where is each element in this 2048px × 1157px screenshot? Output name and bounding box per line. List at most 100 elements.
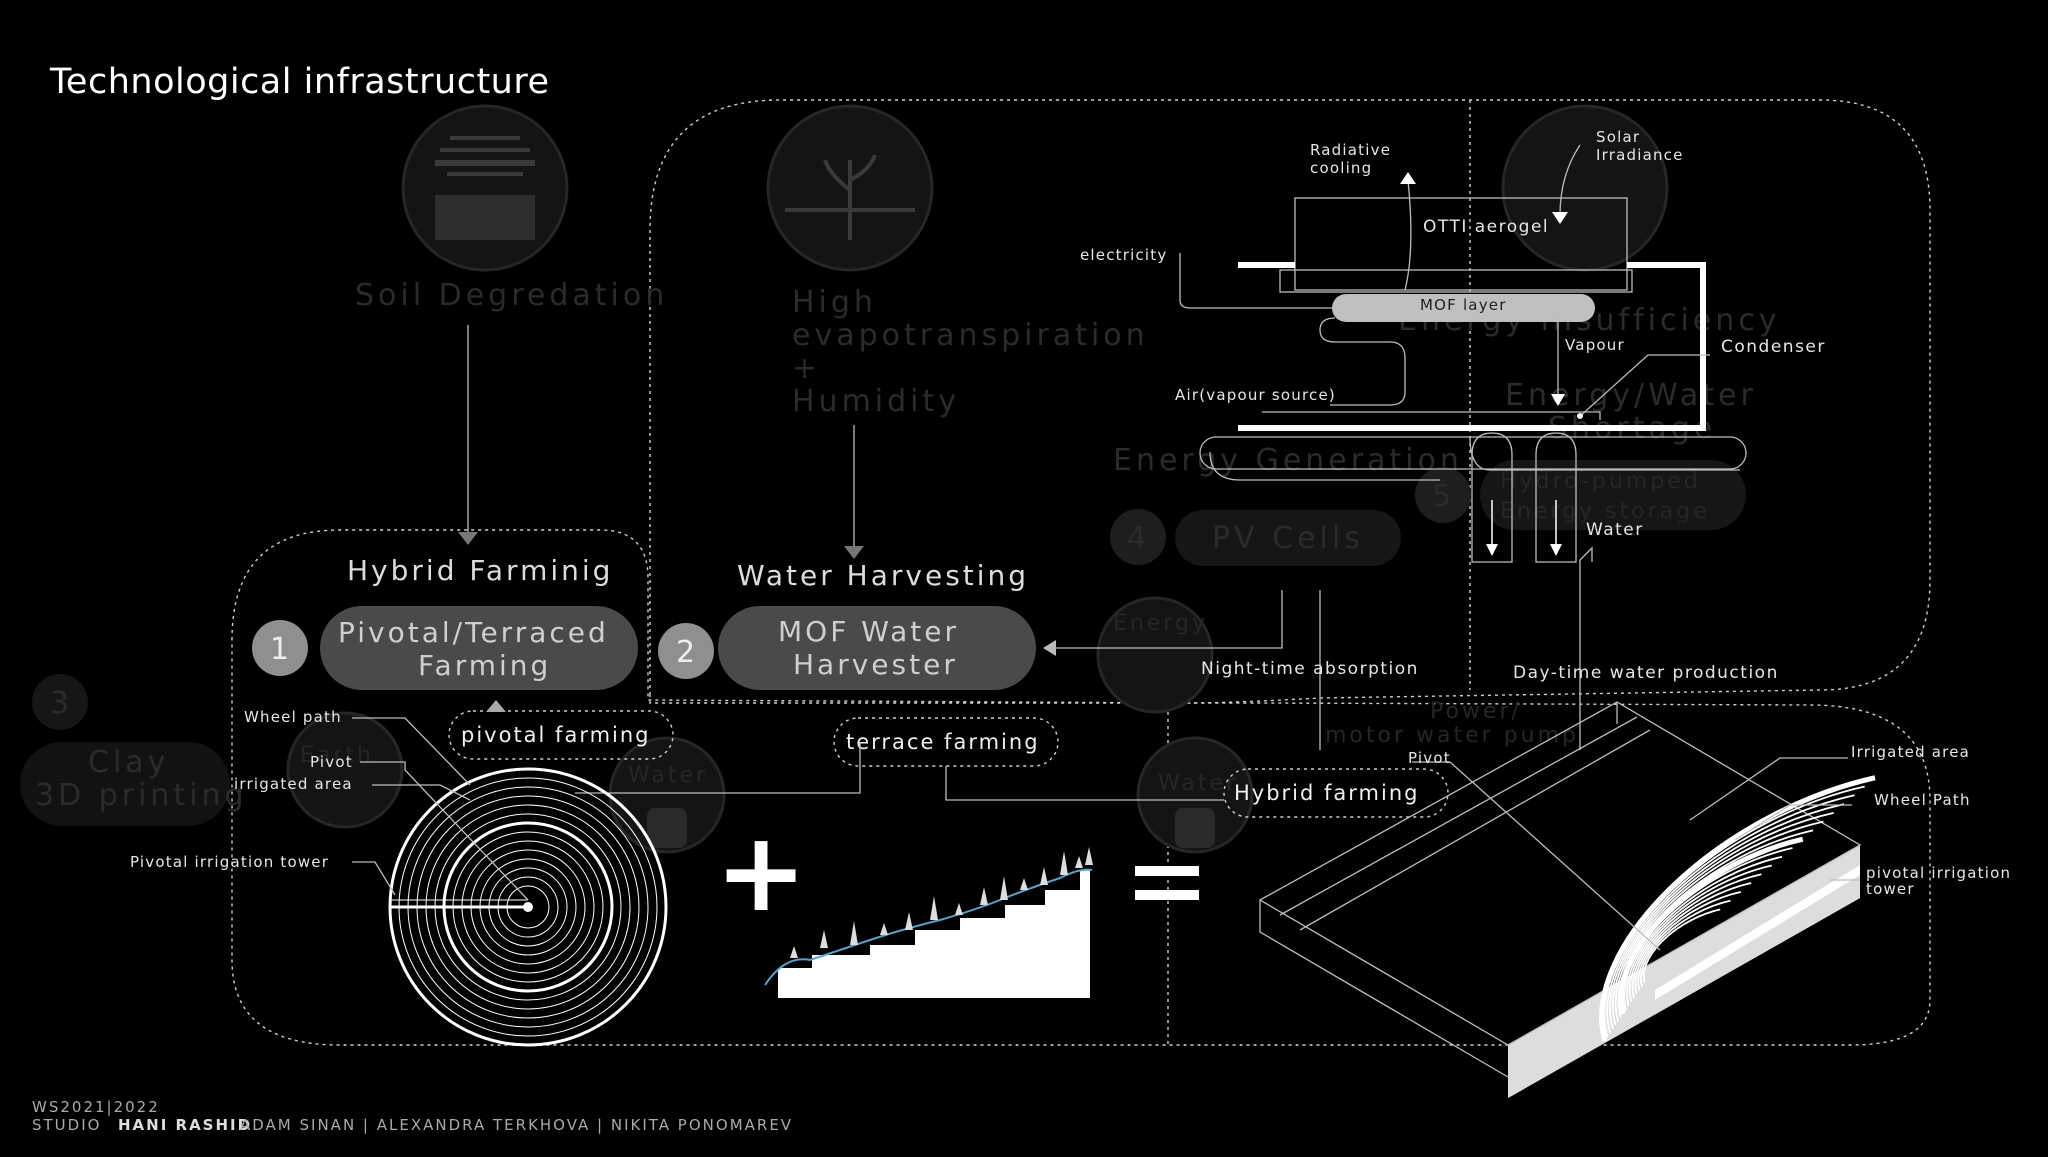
iso-ring [1640, 899, 1731, 987]
soil-dots-icon [435, 136, 535, 176]
ghost-evap-4: Humidity [792, 384, 960, 419]
terrace-tree-icon [930, 896, 938, 920]
pivotal-farming-tag [448, 710, 674, 760]
terrace-tree-icon [880, 923, 888, 935]
mof-harvester-line-1: MOF Water [778, 615, 959, 648]
drop-box-icon [647, 808, 687, 848]
solar-label-1: Solar [1596, 128, 1640, 146]
terrace-tree-icon [955, 903, 963, 915]
night-to-harvester-connector [1050, 590, 1283, 649]
wheel-path-label: Wheel path [244, 708, 342, 726]
water-harvesting-region [649, 99, 1931, 704]
terrace-farming-tag-text: terrace farming [846, 730, 1040, 754]
iso-ring [1618, 836, 1804, 1015]
ghost-step-5-number: 5 [1432, 479, 1455, 514]
mof-harvester-line-2: Harvester [793, 648, 958, 681]
iso-ring [1626, 855, 1783, 1007]
soil-cracked-icon [435, 195, 535, 240]
step-2-badge [658, 623, 714, 679]
solar-label-2: Irradiance [1596, 146, 1684, 164]
footer-studio-name: HANI RASHID [118, 1116, 252, 1134]
ghost-pv-cells: PV Cells [1212, 521, 1364, 556]
iso-ring [1614, 820, 1824, 1022]
hybrid-farming-tag [1223, 768, 1449, 818]
step-1-badge [252, 620, 308, 676]
condenser-label: Condenser [1721, 337, 1826, 357]
footer-studio: STUDIO [32, 1116, 101, 1134]
page-title: Technological infrastructure [49, 62, 550, 102]
day-time-label: Day-time water production [1513, 663, 1779, 683]
night-time-label: Night-time absorption [1201, 659, 1419, 679]
hybrid-farming-tag-text: Hybrid farming [1234, 781, 1419, 805]
terrace-tree-icon [820, 930, 828, 948]
aerogel-label: OTTI aerogel [1423, 217, 1549, 237]
pivotal-up-arrow-icon [486, 700, 506, 712]
soil-arrow-icon [458, 532, 478, 545]
iso-ring [1609, 803, 1845, 1030]
ghost-earth-label: Earth [300, 743, 374, 768]
ghost-step-3-badge [32, 674, 88, 730]
ghost-clay-pill [20, 742, 230, 826]
iso-ring [1623, 847, 1793, 1011]
ghost-power-2: motor water pump [1325, 723, 1579, 748]
tower-label: Pivotal irrigation tower [130, 853, 329, 871]
iso-ring [1642, 908, 1721, 983]
energy-cycle-icon [1096, 596, 1214, 714]
irrigated-area-label: irrigated area [234, 775, 353, 793]
ghost-energy-generation: Energy Generation [1113, 443, 1463, 478]
water-harvesting-heading: Water Harvesting [737, 559, 1029, 592]
ghost-energy-icon-label: Energy [1113, 611, 1208, 636]
ghost-evap-1: High [792, 285, 877, 320]
iso-ring [1603, 785, 1865, 1038]
step-2-number: 2 [676, 635, 695, 670]
plant-icon [785, 154, 915, 240]
ghost-clay-2: 3D printing [35, 778, 248, 813]
radiative-label-1: Radiative [1310, 141, 1391, 159]
equals-operator-top [1135, 866, 1199, 876]
terrace-tree-icon [1000, 876, 1008, 900]
equals-operator-bottom [1135, 890, 1199, 900]
air-vapour-label: Air(vapour source) [1175, 386, 1336, 404]
footer-authors: ADAM SINAN | ALEXANDRA TERKHOVA | NIKITA… [240, 1116, 793, 1134]
plus-operator: + [715, 808, 807, 936]
mof-harvester-schematic [1179, 144, 1747, 563]
water-label: Water [1586, 520, 1644, 540]
pivotal-terraced-line-2: Farming [418, 649, 551, 682]
terrace-tree-icon [1085, 847, 1093, 865]
terrace-tree-icon [790, 946, 798, 958]
ghost-evap-2: evapotranspiration [792, 318, 1149, 353]
iso-tower-label-2: tower [1866, 880, 1915, 898]
iso-pivot-label: Pivot [1408, 749, 1451, 767]
iso-tower-label-1: pivotal irrigation [1866, 864, 2011, 882]
hybrid-farming-heading: Hybrid Farminig [347, 554, 613, 587]
ghost-water-label-2: Water [1158, 771, 1238, 796]
ghost-step-4-number: 4 [1127, 521, 1150, 556]
mof-water-harvester-pill [718, 606, 1036, 690]
iso-ring [1599, 775, 1876, 1042]
ghost-hydro-pill [1480, 460, 1746, 530]
terrace-tree-icon [850, 921, 858, 945]
ghost-pv-cells-pill [1175, 510, 1401, 566]
ghost-step-5-badge [1415, 467, 1471, 523]
pivot-label: Pivot [310, 753, 353, 771]
isometric-hybrid-farm [1258, 701, 1876, 1098]
ghost-energy-water: Energy/Water [1505, 378, 1757, 413]
terrace-tree-icon [1075, 856, 1083, 868]
terrace-to-hybrid-connector [945, 766, 1224, 801]
terrace-section [764, 847, 1093, 998]
ghost-hydro-1: Hydro-pumped [1500, 469, 1701, 494]
ghost-evap-3: + [792, 351, 821, 386]
iso-ring [1628, 864, 1772, 1003]
pivotal-farming-tag-text: pivotal farming [461, 723, 651, 747]
iso-ring [1637, 890, 1742, 991]
farming-region [231, 529, 1931, 1046]
vapour-label: Vapour [1565, 336, 1625, 354]
footer-semester: WS2021|2022 [32, 1098, 160, 1116]
water-pump-icon [1136, 736, 1254, 854]
evap-arrow-icon [844, 546, 864, 559]
ghost-clay-1: Clay [88, 745, 169, 780]
ghost-soil-degradation: Soil Degredation [355, 278, 668, 313]
ghost-power-1: Power/ [1430, 699, 1522, 724]
